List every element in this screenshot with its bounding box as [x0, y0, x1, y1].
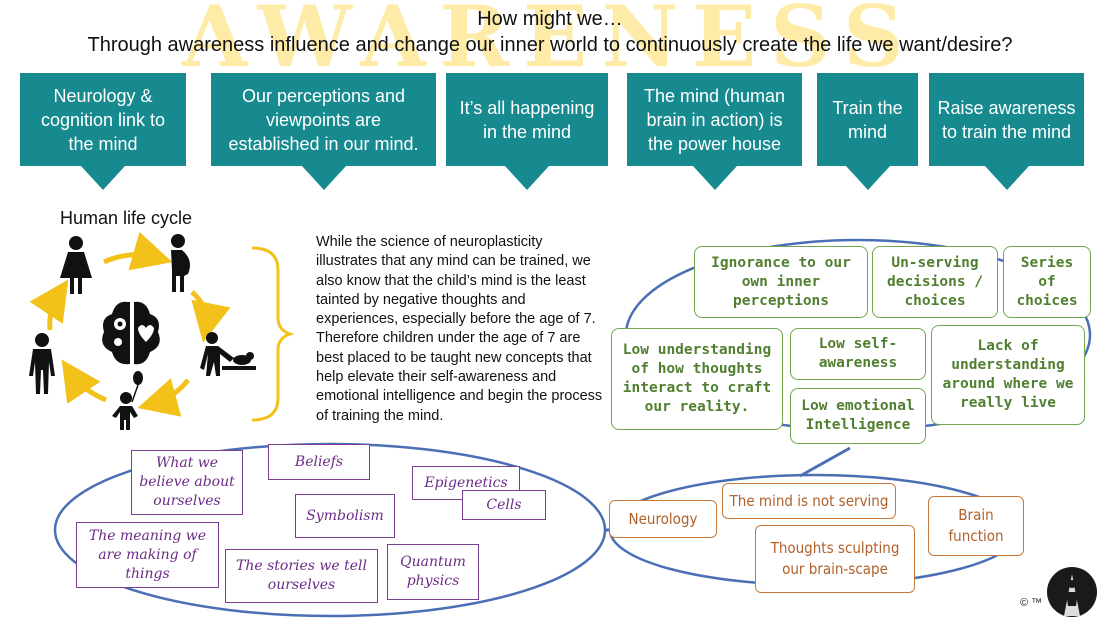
- woman-icon: [60, 236, 92, 294]
- purple-box-quantum-physics: Quantum physics: [387, 544, 479, 600]
- orange-box-mind-not-serving: The mind is not serving: [722, 483, 896, 519]
- brain-icon: [102, 301, 160, 365]
- green-box-unserving-decisions: Un-serving decisions / choices: [872, 246, 998, 318]
- green-box-low-self-awareness: Low self-awareness: [790, 328, 926, 380]
- callout-neurology: Neurology & cognition link to the mind: [20, 73, 186, 190]
- awareness-watermark: AWARENESS: [182, 0, 918, 82]
- life-cycle-title: Human life cycle: [60, 208, 193, 228]
- purple-box-symbolism: Symbolism: [295, 494, 395, 538]
- callout-raise-awareness: Raise awareness to train the mind: [929, 73, 1084, 190]
- callout-perceptions: Our perceptions and viewpoints are estab…: [211, 73, 436, 190]
- purple-box-meaning: The meaning we are making of things: [76, 522, 219, 588]
- purple-box-stories: The stories we tell ourselves: [225, 549, 378, 603]
- green-box-ignorance: Ignorance to our own inner perceptions: [694, 246, 868, 318]
- pregnant-woman-icon: [171, 234, 190, 292]
- callout-label: The mind (human brain in action) is the …: [643, 85, 786, 154]
- copyright-mark: © ™: [1020, 597, 1043, 609]
- green-box-series-of-choices: Series of choices: [1003, 246, 1091, 318]
- purple-box-cells: Cells: [462, 490, 546, 520]
- connector-green-orange: [799, 446, 851, 478]
- callout-label: Raise awareness to train the mind: [937, 97, 1076, 142]
- orange-box-brain-function: Brain function: [928, 496, 1024, 556]
- logo-icon: [1047, 567, 1097, 617]
- callout-happening: It’s all happening in the mind: [446, 73, 608, 190]
- man-icon: [29, 333, 55, 394]
- callout-label: Neurology & cognition link to the mind: [40, 85, 166, 154]
- callout-label: It’s all happening in the mind: [459, 97, 595, 142]
- orange-box-thoughts-sculpting: Thoughts sculpting our brain-scape: [755, 525, 915, 593]
- purple-box-what-we-believe: What we believe about ourselves: [131, 450, 243, 515]
- orange-box-neurology: Neurology: [609, 500, 717, 538]
- neuroplasticity-paragraph: While the science of neuroplasticity ill…: [316, 234, 603, 424]
- header-question: How might we…: [477, 8, 623, 30]
- parent-changing-baby-icon: [200, 332, 256, 376]
- green-box-low-emotional-intelligence: Low emotional Intelligence: [790, 388, 926, 444]
- green-box-lack-of-understanding: Lack of understanding around where we re…: [931, 325, 1085, 425]
- child-balloon-icon: [112, 371, 143, 430]
- callout-train-mind: Train the mind: [817, 73, 918, 190]
- life-cycle-diagram: [29, 231, 295, 430]
- header-subtitle: Through awareness influence and change o…: [87, 34, 1013, 56]
- callout-label: Train the mind: [832, 97, 903, 142]
- callout-power-house: The mind (human brain in action) is the …: [627, 73, 802, 190]
- cycle-arrows: [29, 231, 231, 417]
- callout-label: Our perceptions and viewpoints are estab…: [228, 85, 419, 154]
- yellow-bracket: [251, 246, 295, 422]
- purple-box-beliefs: Beliefs: [268, 444, 370, 480]
- green-box-low-understanding: Low understanding of how thoughts intera…: [611, 328, 783, 430]
